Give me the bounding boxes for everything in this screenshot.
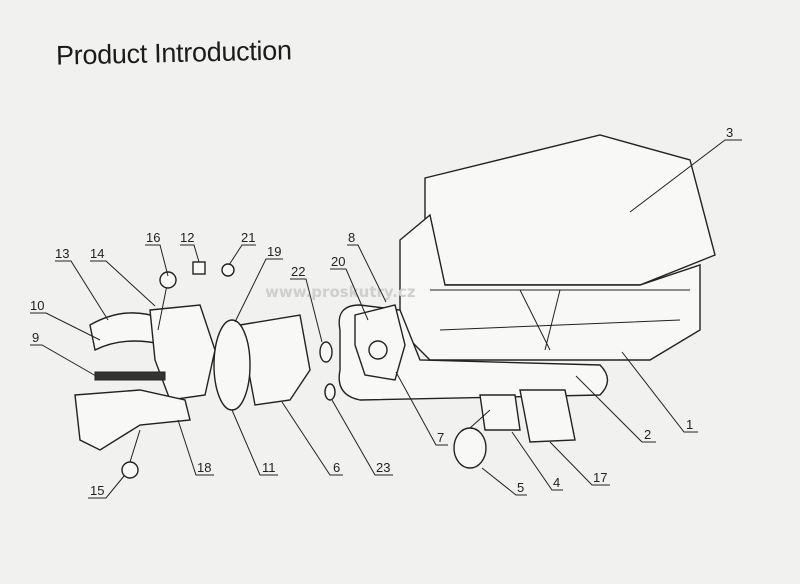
label-9: 9 bbox=[30, 330, 97, 377]
label-17: 17 bbox=[549, 441, 610, 486]
svg-text:20: 20 bbox=[331, 254, 345, 269]
svg-text:19: 19 bbox=[267, 244, 281, 259]
svg-text:8: 8 bbox=[348, 230, 355, 245]
svg-text:6: 6 bbox=[333, 460, 340, 475]
part-12-nut bbox=[192, 261, 206, 275]
part-2-arm bbox=[338, 304, 609, 401]
label-3: 3 bbox=[629, 125, 742, 213]
label-13: 13 bbox=[55, 246, 109, 321]
svg-text:21: 21 bbox=[241, 230, 255, 245]
part-16-screw bbox=[159, 271, 177, 289]
label-14: 14 bbox=[90, 246, 156, 307]
svg-text:11: 11 bbox=[262, 460, 276, 475]
svg-text:14: 14 bbox=[90, 246, 104, 261]
svg-text:23: 23 bbox=[376, 460, 390, 475]
svg-text:16: 16 bbox=[146, 230, 160, 245]
part-1-tray bbox=[399, 213, 701, 361]
label-11: 11 bbox=[231, 409, 278, 476]
label-7: 7 bbox=[395, 371, 448, 446]
label-2: 2 bbox=[575, 375, 656, 443]
svg-text:3: 3 bbox=[726, 125, 733, 140]
svg-text:9: 9 bbox=[32, 330, 39, 345]
label-6: 6 bbox=[281, 401, 343, 476]
part-21-nut bbox=[221, 263, 235, 277]
label-10: 10 bbox=[30, 298, 101, 341]
part-23-ring bbox=[324, 383, 336, 401]
svg-text:4: 4 bbox=[553, 475, 560, 490]
label-4: 4 bbox=[511, 431, 563, 491]
label-19: 19 bbox=[234, 244, 283, 323]
svg-text:12: 12 bbox=[180, 230, 194, 245]
svg-text:10: 10 bbox=[30, 298, 44, 313]
part-18-jaw bbox=[74, 389, 191, 451]
svg-text:7: 7 bbox=[437, 430, 444, 445]
svg-text:1: 1 bbox=[686, 417, 693, 432]
label-8: 8 bbox=[347, 230, 387, 303]
part-15-screw bbox=[121, 461, 139, 479]
part-labels: 3 16 12 21 19 14 13 22 20 8 10 9 7 2 1 1… bbox=[30, 125, 742, 499]
watermark: www.proskutry.cz bbox=[265, 283, 416, 301]
label-18: 18 bbox=[177, 419, 214, 476]
label-1: 1 bbox=[621, 351, 698, 433]
part-4-bracket bbox=[479, 394, 521, 431]
label-20: 20 bbox=[330, 254, 369, 321]
svg-text:17: 17 bbox=[593, 470, 607, 485]
svg-text:22: 22 bbox=[291, 264, 305, 279]
label-5: 5 bbox=[481, 467, 527, 496]
label-15: 15 bbox=[88, 475, 125, 499]
part-9-spring bbox=[94, 371, 166, 381]
part-drawings bbox=[74, 134, 716, 479]
part-22-ring bbox=[319, 341, 333, 363]
part-6-cone bbox=[239, 314, 311, 406]
part-5-knob bbox=[453, 427, 487, 469]
part-11-disc bbox=[213, 319, 251, 411]
label-12: 12 bbox=[180, 230, 200, 263]
svg-text:5: 5 bbox=[517, 480, 524, 495]
part-17-bracket bbox=[519, 389, 576, 443]
label-22: 22 bbox=[290, 264, 323, 343]
svg-text:18: 18 bbox=[197, 460, 211, 475]
label-21: 21 bbox=[228, 230, 256, 266]
svg-text:2: 2 bbox=[644, 427, 651, 442]
svg-text:15: 15 bbox=[90, 483, 104, 498]
part-14-body bbox=[149, 304, 216, 401]
part-3-plate bbox=[424, 134, 716, 286]
svg-text:13: 13 bbox=[55, 246, 69, 261]
label-16: 16 bbox=[145, 230, 169, 277]
label-23: 23 bbox=[331, 399, 393, 476]
